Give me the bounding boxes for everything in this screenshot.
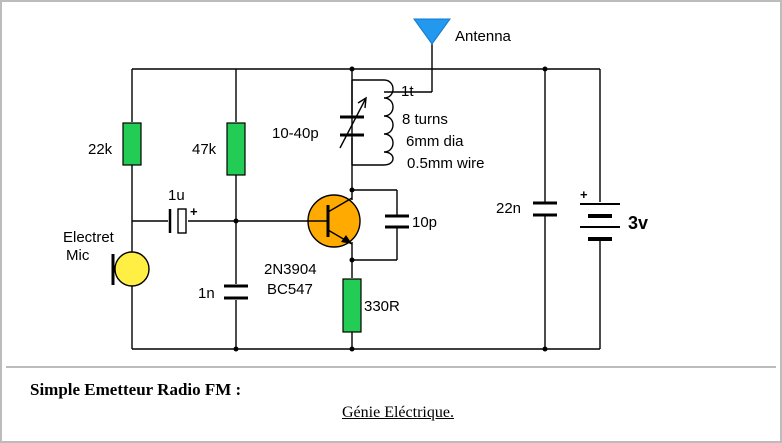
caption-title: Simple Emetteur Radio FM :	[30, 380, 242, 399]
label-c-feedback: 10p	[412, 214, 437, 231]
label-coil-wire: 0.5mm wire	[407, 155, 485, 172]
label-r-emitter: 330R	[364, 298, 400, 315]
label-c-coupling-plus: +	[190, 204, 198, 219]
capacitor-10p	[385, 214, 409, 229]
coil-inductor	[383, 79, 394, 166]
battery	[580, 203, 620, 241]
caption-panel: Simple Emetteur Radio FM : Génie Eléctri…	[6, 366, 776, 439]
label-c-decouple: 22n	[496, 200, 521, 217]
trimmer-capacitor	[339, 96, 367, 149]
label-battery-voltage: 3v	[628, 213, 648, 233]
label-coil-tap: 1t	[401, 83, 414, 100]
capacitor-1n	[224, 284, 248, 300]
transistor-npn	[307, 194, 361, 248]
label-transistor-1: 2N3904	[264, 261, 317, 278]
label-mic-line2: Mic	[66, 247, 90, 264]
label-antenna: Antenna	[455, 28, 512, 45]
label-mic-line1: Electret	[63, 229, 115, 246]
label-r2: 47k	[192, 141, 217, 158]
antenna-icon	[413, 18, 451, 45]
resistor-330r	[342, 278, 362, 333]
label-trimmer: 10-40p	[272, 125, 319, 142]
label-r1: 22k	[88, 141, 113, 158]
junction-dots	[233, 66, 548, 352]
label-coil-turns: 8 turns	[402, 111, 448, 128]
label-coil-dia: 6mm dia	[406, 133, 464, 150]
resistor-22k	[122, 122, 142, 166]
caption-link[interactable]: Génie Eléctrique.	[342, 404, 454, 421]
label-c-coupling: 1u	[168, 187, 185, 204]
electret-mic	[111, 251, 150, 287]
label-transistor-2: BC547	[267, 281, 313, 298]
label-battery-plus: +	[580, 187, 588, 202]
resistor-47k	[226, 122, 246, 176]
fm-transmitter-schematic: Antenna 22k 47k 10-40p 1t 8 turns 6mm di…	[6, 6, 776, 362]
capacitor-22n	[533, 201, 557, 217]
capacitor-1u	[168, 208, 187, 234]
label-c-base: 1n	[198, 285, 215, 302]
